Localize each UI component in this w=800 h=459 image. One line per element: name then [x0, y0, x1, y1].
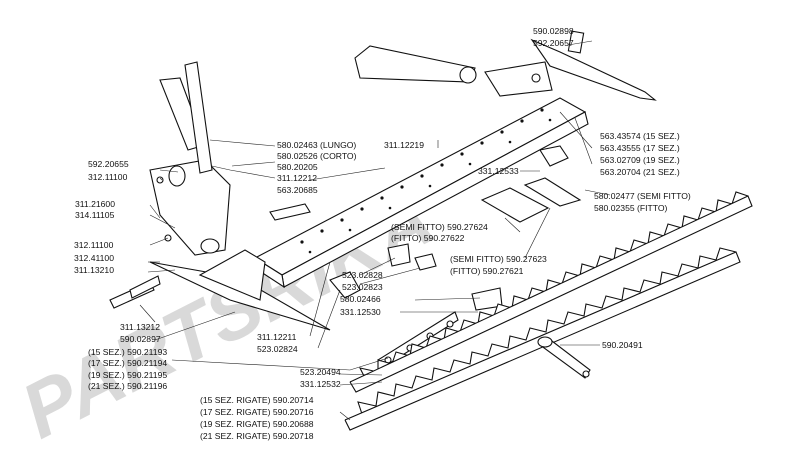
label-590-27624: (SEMI FITTO) 590.27624: [391, 222, 488, 232]
label-580-20205: 580.20205: [277, 162, 318, 172]
knife-sections-upper: [349, 191, 753, 393]
label-331-12530: 331.12530: [340, 307, 381, 317]
label-311-13210: 311.13210: [74, 265, 114, 275]
label-590-20718: (21 SEZ. RIGATE) 590.20718: [200, 431, 314, 441]
label-311-12212: 311.12212: [277, 173, 317, 183]
small-parts: [109, 145, 582, 311]
label-314-11105: 314.11105: [75, 210, 115, 220]
outer-shoe: [149, 61, 331, 331]
label-312-11100: 312.11100: [88, 172, 128, 182]
label-590-21195: (19 SEZ.) 590.21195: [88, 370, 167, 380]
label-523-20494: 523.20494: [300, 367, 341, 377]
label-590-20491: 590.20491: [602, 340, 643, 350]
label-590-27623: (SEMI FITTO) 590.27623: [450, 254, 547, 264]
label-563-02709: 563.02709 (19 SEZ.): [600, 155, 680, 165]
label-563-43555: 563.43555 (17 SEZ.): [600, 143, 680, 153]
label-580-02463: 580.02463 (LUNGO): [277, 140, 356, 150]
label-312-41100: 312.41100: [74, 253, 114, 263]
label-563-43574: 563.43574 (15 SEZ.): [600, 131, 680, 141]
label-590-20688: (19 SEZ. RIGATE) 590.20688: [200, 419, 314, 429]
label-523-02824: 523.02824: [257, 344, 298, 354]
cutter-bar: [253, 97, 589, 289]
label-590-27621: (FITTO) 590.27621: [450, 266, 524, 276]
label-590-20714: (15 SEZ. RIGATE) 590.20714: [200, 395, 314, 405]
part-labels: 590.02898 592.20657 580.02463 (LUNGO) 58…: [74, 26, 691, 441]
label-590-21194: (17 SEZ.) 590.21194: [88, 358, 167, 368]
label-592-20657: 592.20657: [533, 38, 574, 48]
label-311-13212: 311.13212: [120, 322, 160, 332]
label-590-21196: (21 SEZ.) 590.21196: [88, 381, 167, 391]
label-592-20655: 592.20655: [88, 159, 129, 169]
label-590-21193: (15 SEZ.) 590.21193: [88, 347, 167, 357]
label-312-11100-b: 312.11100: [74, 240, 114, 250]
label-311-21600: 311.21600: [75, 199, 115, 209]
label-590-20716: (17 SEZ. RIGATE) 590.20716: [200, 407, 314, 417]
label-590-27622: (FITTO) 590.27622: [391, 233, 465, 243]
label-580-02477: 580.02477 (SEMI FITTO): [594, 191, 691, 201]
pitman-lever: [537, 336, 591, 379]
label-311-12219: 311.12219: [384, 140, 424, 150]
label-523-02828: 523.02828: [342, 270, 383, 280]
label-580-02355: 580.02355 (FITTO): [594, 203, 668, 213]
label-331-12532: 331.12532: [300, 379, 341, 389]
label-523-02823: 523.02823: [342, 282, 383, 292]
leader-lines: [139, 40, 611, 421]
label-580-02526: 580.02526 (CORTO): [277, 151, 357, 161]
label-580-02466: 580.02466: [340, 294, 381, 304]
label-590-02898: 590.02898: [533, 26, 574, 36]
label-331-12533: 331.12533: [478, 166, 519, 176]
label-563-20704: 563.20704 (21 SEZ.): [600, 167, 680, 177]
divider-rod: [354, 30, 657, 101]
label-590-02897: 590.02897: [120, 334, 161, 344]
label-311-12211: 311.12211: [257, 332, 297, 342]
label-563-20685: 563.20685: [277, 185, 318, 195]
